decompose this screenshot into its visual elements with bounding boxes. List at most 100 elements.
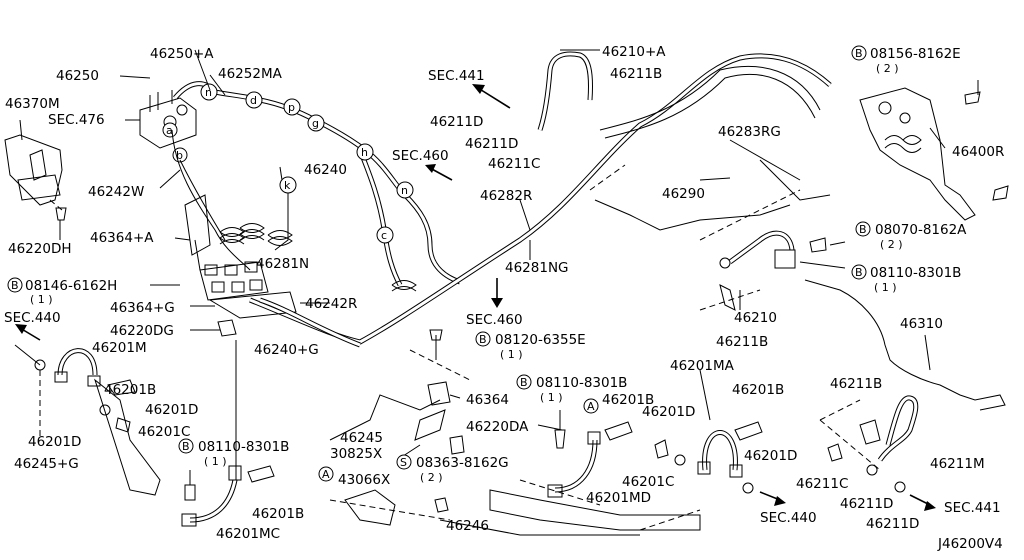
center-bottom-parts (329, 329, 701, 536)
label-46201d-left2: 46201D (28, 434, 81, 450)
label-46310: 46310 (900, 316, 943, 332)
label-sec460-top: SEC.460 (392, 148, 449, 164)
label-46281n: 46281N (256, 256, 309, 272)
label-46211c-right: 46211C (796, 476, 848, 492)
label-46364-g: 46364+G (110, 300, 175, 316)
label-08110-mid-qty: ( 1 ) (540, 391, 563, 404)
marker-pipe-b: b (176, 149, 183, 162)
hose-46201m (14, 344, 161, 496)
label-46211b-top: 46211B (610, 66, 662, 82)
label-46211d-top: 46211D (430, 114, 483, 130)
label-sec440-mid: SEC.440 (760, 510, 817, 526)
label-08110-8301b-mid: 08110-8301B (536, 375, 627, 391)
label-08120-qty: ( 1 ) (500, 348, 523, 361)
label-46364: 46364 (466, 392, 509, 408)
bracket-46370m (4, 119, 67, 240)
marker-b-08146: B (11, 279, 19, 292)
label-46250-a: 46250+A (150, 46, 214, 62)
label-46201c-mid: 46201C (622, 474, 674, 490)
diagram-code: J46200V4 (937, 536, 1003, 552)
label-sec460-mid: SEC.460 (466, 312, 523, 328)
label-46201md: 46201MD (586, 490, 651, 506)
label-08363-8162g: 08363-8162G (416, 455, 509, 471)
label-08146-qty: ( 1 ) (30, 293, 53, 306)
label-sec441-top: SEC.441 (428, 68, 485, 84)
label-08120-6355e: 08120-6355E (495, 332, 586, 348)
marker-a-mid: A (587, 400, 595, 413)
label-46364-a: 46364+A (90, 230, 154, 246)
marker-b-08070: B (859, 223, 867, 236)
label-46201d-mid: 46201D (642, 404, 695, 420)
label-46400r: 46400R (952, 144, 1004, 160)
label-08110-right-qty: ( 1 ) (874, 281, 897, 294)
label-46283rg: 46283RG (718, 124, 781, 140)
valve-block (130, 90, 197, 149)
label-46252ma: 46252MA (218, 66, 283, 82)
marker-pipe-p: p (288, 101, 295, 114)
label-46370m: 46370M (5, 96, 60, 112)
label-sec441-right: SEC.441 (944, 500, 1001, 516)
marker-pipe-d: d (250, 94, 257, 107)
label-46220dh: 46220DH (8, 241, 72, 257)
pipe-markers: n d p g h n c k a b (162, 83, 414, 244)
label-46211b-right: 46211B (716, 334, 768, 350)
label-46201b-left2: 46201B (252, 506, 304, 522)
label-46211d-right2: 46211D (866, 516, 919, 532)
label-46210: 46210 (734, 310, 777, 326)
label-08146-6162h: 08146-6162H (25, 278, 117, 294)
label-46211d-top2: 46211D (465, 136, 518, 152)
label-46201b-mid2: 46201B (732, 382, 784, 398)
label-46220da: 46220DA (466, 419, 529, 435)
label-46240: 46240 (304, 162, 347, 178)
label-46240-g: 46240+G (254, 342, 319, 358)
marker-b-08110-left: B (182, 440, 190, 453)
label-46201b-left: 46201B (104, 382, 156, 398)
marker-pipe-c: c (381, 229, 387, 242)
label-46201m: 46201M (92, 340, 147, 356)
label-46220dg: 46220DG (110, 323, 174, 339)
marker-s-08363: S (400, 456, 407, 469)
label-46210-a: 46210+A (602, 44, 666, 60)
part-labels: 46250+A 46250 46252MA 46370M SEC.476 462… (4, 44, 1004, 552)
hose-46201mc (181, 465, 275, 527)
hose-46211m (819, 395, 919, 493)
marker-pipe-a: a (166, 124, 173, 137)
junction-pipes (171, 129, 417, 480)
label-46201mc: 46201MC (216, 526, 280, 542)
label-46250: 46250 (56, 68, 99, 84)
label-sec440-left: SEC.440 (4, 310, 61, 326)
marker-a-left: A (322, 468, 330, 481)
label-46290: 46290 (662, 186, 705, 202)
label-46201d-left1: 46201D (145, 402, 198, 418)
label-43066x: 43066X (338, 472, 390, 488)
label-46282r: 46282R (480, 188, 532, 204)
label-46242r: 46242R (305, 296, 357, 312)
marker-pipe-k: k (284, 179, 291, 192)
label-46245: 46245 (340, 430, 383, 446)
section-arrows (15, 84, 936, 511)
marker-b-08110-mid: B (520, 376, 528, 389)
marker-pipe-g: g (312, 117, 319, 130)
label-46245-g: 46245+G (14, 456, 79, 472)
label-08070-qty: ( 2 ) (880, 238, 903, 251)
hose-46201ma (639, 421, 763, 531)
label-46242w: 46242W (88, 184, 144, 200)
label-sec476: SEC.476 (48, 112, 105, 128)
label-46211c-top: 46211C (488, 156, 540, 172)
leader-lines (119, 49, 946, 431)
marker-pipe-h: h (361, 146, 368, 159)
label-08110-8301b-right: 08110-8301B (870, 265, 961, 281)
label-46201c-left: 46201C (138, 424, 190, 440)
pedal-assembly-46400r (859, 80, 1009, 221)
label-08110-8301b-left: 08110-8301B (198, 439, 289, 455)
label-46201ma: 46201MA (670, 358, 735, 374)
marker-pipe-n2: n (401, 184, 408, 197)
label-08070-8162a: 08070-8162A (875, 222, 967, 238)
label-46211d-right: 46211D (840, 496, 893, 512)
label-08156-qty: ( 2 ) (876, 62, 899, 75)
label-46201b-mid: 46201B (602, 392, 654, 408)
label-08110-left-qty: ( 1 ) (204, 455, 227, 468)
label-46281ng: 46281NG (505, 260, 569, 276)
